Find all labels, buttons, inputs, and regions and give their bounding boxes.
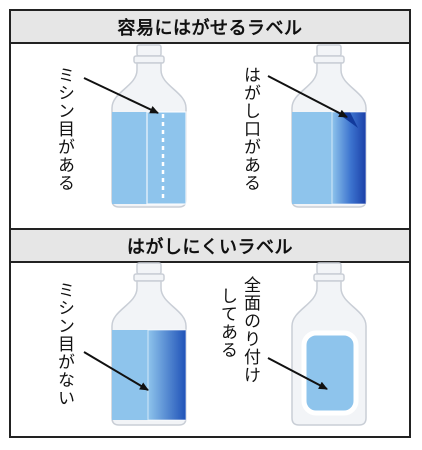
label-perforated: ミシン目がある bbox=[54, 66, 74, 192]
arrow-tear-tab bbox=[267, 75, 348, 118]
label-full-glue-line1: 全面のり付け bbox=[240, 276, 260, 384]
arrow-perforation bbox=[83, 77, 159, 114]
label-full-glue-line2: してある bbox=[217, 287, 237, 359]
label-tear-tab: はがし口がある bbox=[240, 66, 260, 192]
label-no-perforation: ミシン目がない bbox=[54, 281, 74, 407]
figure-frame: 容易にはがせるラベル はがしにくいラベル bbox=[9, 9, 411, 438]
bottle-perforated bbox=[111, 44, 187, 208]
arrow-full-glue bbox=[267, 357, 328, 390]
bottle-full-glue bbox=[291, 262, 367, 426]
section-heading-hard: はがしにくいラベル bbox=[11, 228, 409, 263]
arrow-no-perforation bbox=[83, 351, 149, 391]
bottle-tear-tab bbox=[291, 44, 367, 208]
bottle-no-perforation bbox=[111, 262, 187, 426]
section-heading-easy: 容易にはがせるラベル bbox=[11, 11, 409, 44]
